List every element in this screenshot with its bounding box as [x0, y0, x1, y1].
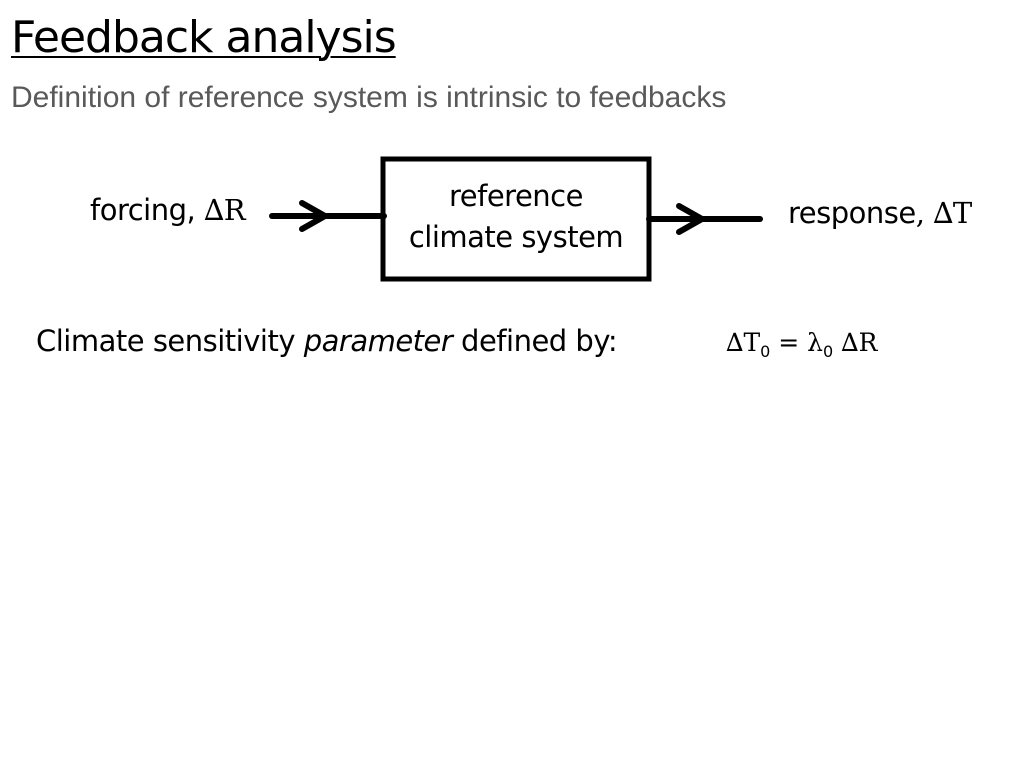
- equation-lhs: ∆T: [726, 328, 761, 357]
- equation-lambda: λ: [807, 328, 824, 357]
- response-symbol: , ∆T: [915, 196, 973, 230]
- slide-title: Feedback analysis: [11, 12, 397, 63]
- equation-equals: =: [770, 328, 808, 357]
- sensitivity-emphasis: parameter: [303, 324, 453, 358]
- equation-rhs: ∆R: [833, 328, 878, 357]
- sensitivity-prefix: Climate sensitivity: [36, 324, 304, 358]
- sensitivity-equation: ∆T0 = λ0 ∆R: [726, 326, 877, 369]
- box-line-1: reference: [449, 179, 583, 213]
- slide-subtitle: Definition of reference system is intrin…: [11, 81, 727, 114]
- forcing-label: forcing, ∆R: [90, 192, 246, 228]
- box-line-2: climate system: [408, 220, 624, 254]
- equation-lhs-subscript: 0: [760, 342, 771, 361]
- equation-lambda-subscript: 0: [823, 342, 834, 361]
- sensitivity-suffix: defined by:: [452, 324, 618, 358]
- sensitivity-statement: Climate sensitivity parameter defined by…: [36, 323, 618, 359]
- forcing-text: forcing,: [90, 193, 204, 227]
- reference-system-label: reference climate system: [384, 176, 648, 258]
- forcing-symbol: ∆R: [203, 193, 246, 227]
- input-arrow-head: [299, 200, 328, 232]
- response-label: response, ∆T: [788, 195, 972, 231]
- response-text: response: [788, 196, 916, 230]
- output-arrow-head: [676, 203, 705, 235]
